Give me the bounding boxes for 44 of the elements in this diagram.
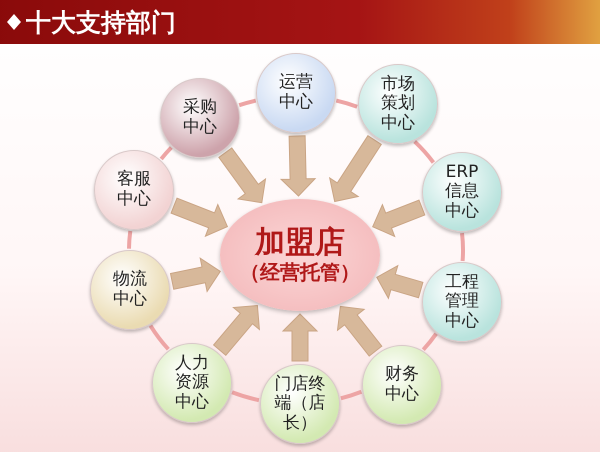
block-arrow: [328, 135, 382, 202]
department-label: 财务中心: [384, 365, 420, 405]
department-circle: [422, 262, 502, 342]
department-label: 物流中心: [112, 270, 148, 310]
department-label: 运营中心: [278, 73, 314, 113]
page-title: 十大支持部门: [26, 7, 176, 39]
department-label: 人力资源中心: [174, 354, 210, 412]
department-circle: [358, 64, 438, 144]
ring-line: [127, 230, 132, 249]
block-arrow: [282, 313, 318, 362]
block-arrow: [170, 257, 221, 293]
department-label: 客服中心: [116, 170, 152, 210]
ring-line: [460, 232, 465, 262]
block-arrow: [212, 304, 260, 356]
ring-line: [336, 98, 358, 109]
block-arrow: [376, 264, 424, 300]
center-subtitle: （经营托管）: [240, 260, 360, 284]
center-title: 加盟店: [255, 226, 345, 261]
department-label: 市场策划中心: [380, 74, 416, 134]
department-label: 工程管理中心: [444, 272, 480, 332]
ring-line: [238, 98, 256, 108]
block-arrow: [336, 306, 382, 357]
department-circle: [152, 343, 232, 423]
block-arrow: [372, 199, 426, 238]
department-circle: [256, 53, 336, 133]
department-circle: [90, 250, 170, 330]
block-arrow: [280, 135, 316, 197]
ring-line: [340, 390, 362, 400]
ring-line: [148, 324, 170, 351]
department-circle: [422, 152, 502, 232]
ring-line: [413, 140, 435, 164]
department-circle: [362, 345, 442, 425]
department-label: ERP信息中心: [444, 162, 480, 222]
department-circle: [160, 78, 240, 158]
block-arrow: [170, 198, 228, 238]
department-circle: [260, 364, 340, 444]
department-circle: [94, 150, 174, 230]
department-label: 门店终端（店长）: [274, 374, 326, 434]
ring-line: [231, 390, 260, 402]
ring-line: [422, 332, 438, 352]
ring-line: [160, 146, 173, 160]
block-arrow: [218, 147, 266, 204]
department-label: 采购中心: [182, 98, 218, 138]
center-ellipse: [220, 199, 380, 311]
